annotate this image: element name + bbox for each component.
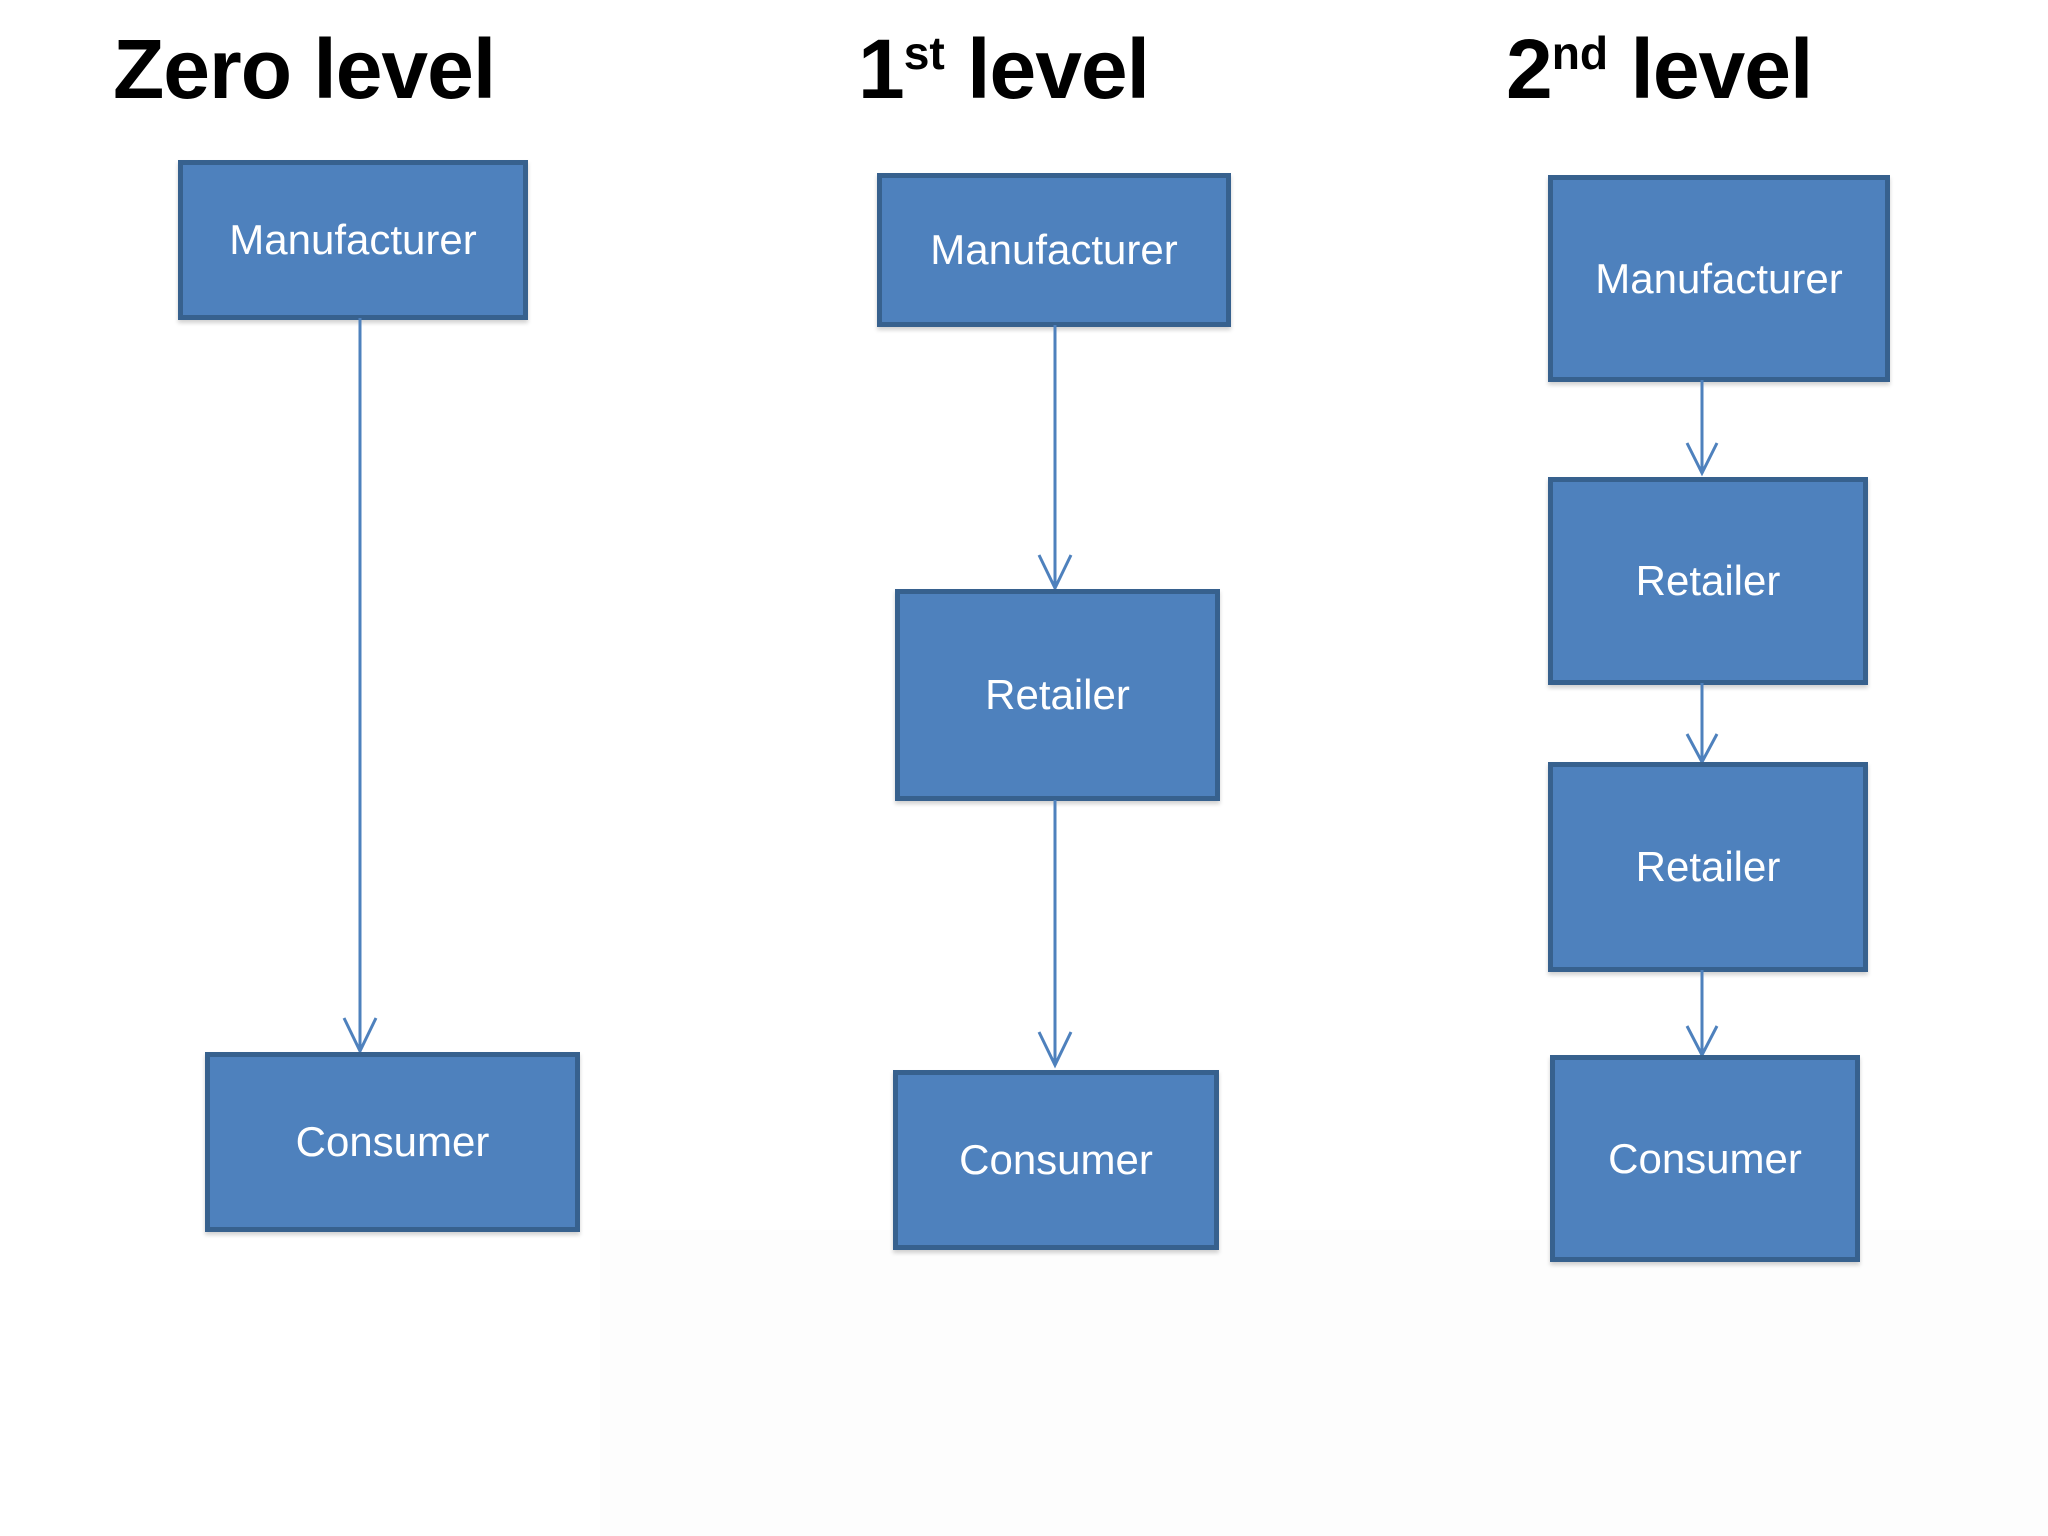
heading-first-level: 1st level xyxy=(858,27,1150,111)
heading-second-level-word: level xyxy=(1630,22,1814,116)
arrow-second-retailer-1-to-retailer-2 xyxy=(1685,683,1719,766)
arrow-second-retailer-2-to-consumer xyxy=(1685,970,1719,1059)
node-first-consumer[interactable]: Consumer xyxy=(893,1070,1219,1250)
heading-zero-level-text: Zero level xyxy=(113,22,496,116)
arrow-first-retailer-to-consumer xyxy=(1037,800,1073,1069)
node-zero-manufacturer-label: Manufacturer xyxy=(229,216,477,263)
node-second-retailer-2[interactable]: Retailer xyxy=(1548,762,1868,972)
background-panel xyxy=(600,1230,2048,1536)
node-second-manufacturer[interactable]: Manufacturer xyxy=(1548,175,1890,382)
node-first-consumer-label: Consumer xyxy=(959,1136,1153,1183)
arrow-first-manufacturer-to-retailer xyxy=(1037,325,1073,592)
node-first-manufacturer-label: Manufacturer xyxy=(930,226,1178,273)
node-zero-consumer[interactable]: Consumer xyxy=(205,1052,580,1232)
node-first-manufacturer[interactable]: Manufacturer xyxy=(877,173,1231,327)
node-second-retailer-1[interactable]: Retailer xyxy=(1548,477,1868,685)
arrow-zero-manufacturer-to-consumer xyxy=(342,318,378,1055)
heading-second-level-suffix: nd xyxy=(1551,27,1609,79)
node-first-retailer-label: Retailer xyxy=(985,671,1130,718)
heading-zero-level: Zero level xyxy=(113,27,496,111)
node-second-retailer-2-label: Retailer xyxy=(1635,843,1781,890)
node-second-manufacturer-label: Manufacturer xyxy=(1595,254,1843,302)
node-second-consumer-label: Consumer xyxy=(1608,1134,1802,1182)
heading-first-level-word: level xyxy=(967,22,1150,116)
node-zero-manufacturer[interactable]: Manufacturer xyxy=(178,160,528,320)
heading-second-level: 2nd level xyxy=(1506,27,1813,111)
node-second-retailer-1-label: Retailer xyxy=(1635,557,1781,604)
heading-first-level-suffix: st xyxy=(903,27,945,79)
node-second-consumer[interactable]: Consumer xyxy=(1550,1055,1860,1262)
heading-second-level-number: 2 xyxy=(1506,22,1553,116)
heading-first-level-number: 1 xyxy=(858,22,905,116)
node-first-retailer[interactable]: Retailer xyxy=(895,589,1220,801)
arrow-second-manufacturer-to-retailer-1 xyxy=(1685,380,1719,477)
node-zero-consumer-label: Consumer xyxy=(295,1118,490,1165)
